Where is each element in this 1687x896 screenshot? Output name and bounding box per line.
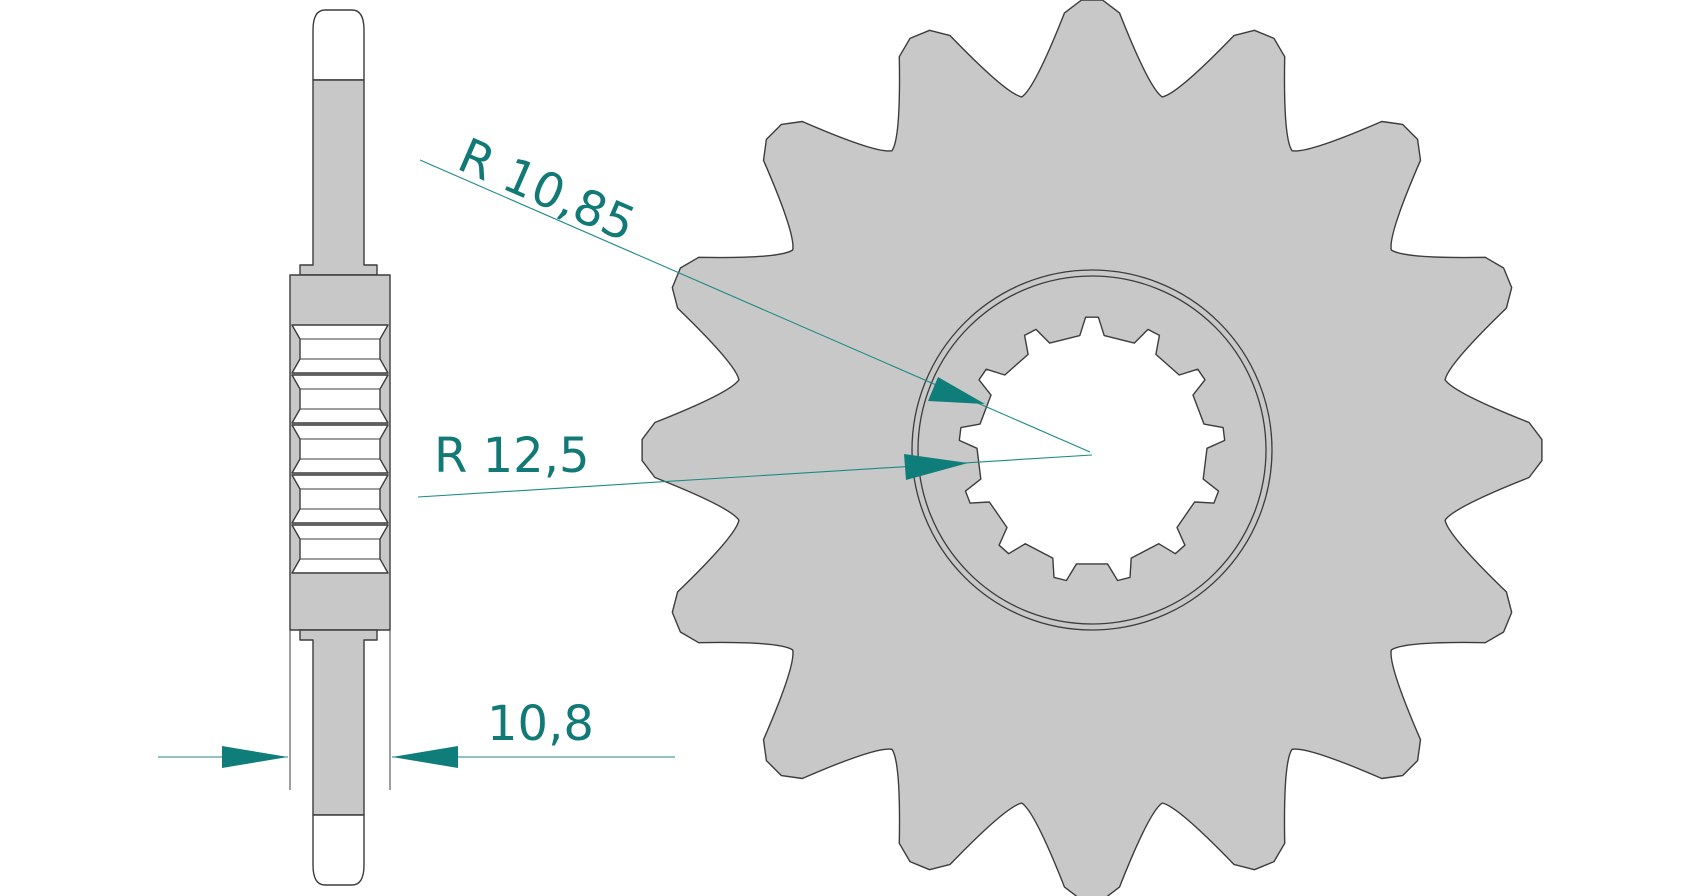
side-spline-groove bbox=[291, 474, 389, 524]
side-spline-groove bbox=[291, 324, 389, 374]
arrowhead-r-10-85 bbox=[928, 377, 985, 404]
label-r-10-85: R 10,85 bbox=[450, 128, 643, 254]
label-r-12-5: R 12,5 bbox=[434, 428, 589, 484]
side-spline-groove bbox=[291, 524, 389, 574]
dimension-thickness: 10,8 bbox=[158, 696, 675, 768]
hub-ring-outer bbox=[911, 269, 1273, 631]
side-bottom-tooth bbox=[299, 629, 378, 816]
side-bottom-tooth-tip bbox=[312, 814, 365, 886]
sprocket-front-view bbox=[641, 0, 1543, 896]
spline-hole bbox=[958, 316, 1226, 582]
hub-ring-inner bbox=[917, 275, 1267, 625]
label-thickness: 10,8 bbox=[487, 696, 594, 752]
arrowhead-r-12-5 bbox=[904, 454, 968, 480]
arrowhead-thickness-right bbox=[392, 746, 458, 768]
arrowhead-thickness-left bbox=[222, 746, 288, 768]
sprocket-side-view bbox=[289, 9, 391, 886]
side-spline-groove bbox=[291, 424, 389, 474]
leader-r-12-5 bbox=[417, 454, 1093, 498]
side-spline-groove bbox=[291, 374, 389, 424]
side-top-tooth-tip bbox=[312, 9, 365, 81]
dimension-r-12-5: R 12,5 bbox=[417, 428, 1093, 498]
side-top-tooth bbox=[299, 79, 378, 276]
side-spline-grooves bbox=[291, 324, 389, 574]
